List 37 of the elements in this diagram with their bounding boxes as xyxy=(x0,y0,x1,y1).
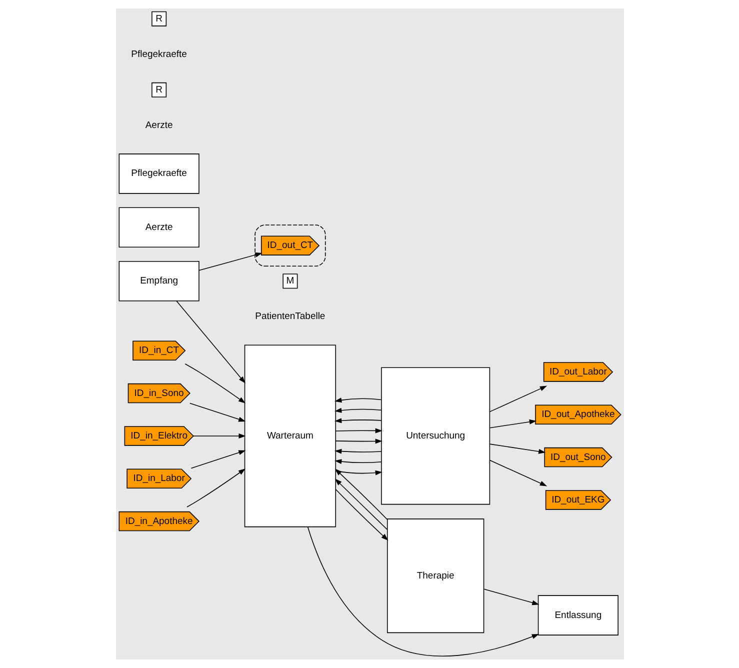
node-box: Aerzte xyxy=(118,207,199,248)
label: PatientenTabelle xyxy=(254,311,325,322)
arrow xyxy=(483,588,539,606)
arrow xyxy=(334,478,388,530)
arrow xyxy=(334,489,388,541)
arrow xyxy=(306,526,539,657)
arrow xyxy=(334,408,382,413)
label: Aerzte xyxy=(144,120,172,131)
node-box: Entlassung xyxy=(537,595,618,636)
arrow xyxy=(334,470,382,476)
arrow xyxy=(184,363,246,404)
node-box: Empfang xyxy=(118,260,199,302)
arrow xyxy=(488,444,546,454)
arrow xyxy=(334,428,382,434)
arrow xyxy=(189,402,246,422)
label: R xyxy=(155,84,162,96)
arrow xyxy=(334,468,388,520)
arrow xyxy=(190,450,246,469)
arrow xyxy=(334,438,382,444)
label: R xyxy=(155,13,162,24)
arrow xyxy=(488,460,547,486)
arrow xyxy=(198,252,262,271)
arrow xyxy=(334,448,382,454)
label: M xyxy=(286,276,294,287)
arrow xyxy=(192,433,246,438)
node-box: Therapie xyxy=(386,518,484,634)
arrow xyxy=(334,459,382,464)
arrow xyxy=(488,386,547,412)
arrow xyxy=(488,419,536,428)
node-box: Warteraum xyxy=(244,344,336,528)
arrow xyxy=(334,398,382,403)
node-box: Pflegekraefte xyxy=(118,154,199,194)
node-box: Untersuchung xyxy=(380,367,490,505)
arrow xyxy=(334,418,382,424)
arrow xyxy=(186,468,246,508)
arrow xyxy=(176,300,245,384)
label: Pflegekraefte xyxy=(130,48,186,60)
